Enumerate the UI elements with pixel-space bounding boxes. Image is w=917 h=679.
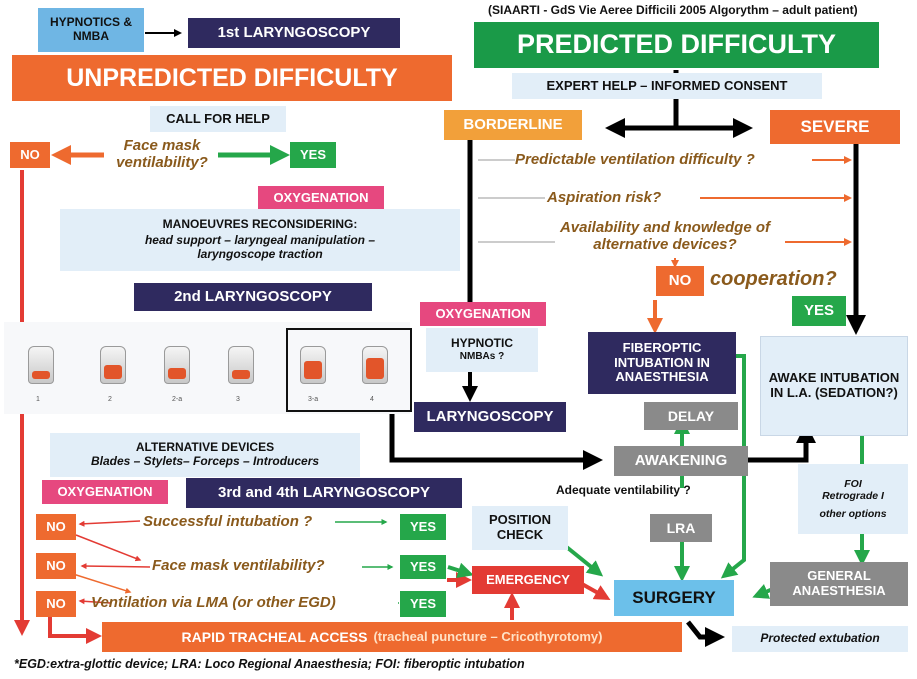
- second-laryngoscopy-box: 2nd LARYNGOSCOPY: [134, 283, 372, 311]
- hypnotic-box: HYPNOTIC NMBAs ?: [426, 328, 538, 372]
- laryngoscopy-grades-highlight: [286, 328, 412, 412]
- hypnotic-label: HYPNOTIC: [450, 336, 513, 351]
- adequate-ventilability-question: Adequate ventilability ?: [556, 483, 691, 497]
- general-anaesthesia-box: GENERAL ANAESTHESIA: [770, 562, 908, 606]
- yes-box-cooperation: YES: [792, 296, 846, 326]
- protected-extubation-box: Protected extubation: [732, 626, 908, 652]
- manoeuvres-title: MANOEUVRES RECONSIDERING:: [162, 217, 358, 232]
- expert-help-box: EXPERT HELP – INFORMED CONSENT: [512, 73, 822, 99]
- third-fourth-laryngoscopy-box: 3rd and 4th LARYNGOSCOPY: [186, 478, 462, 508]
- fiberoptic-intubation-box: FIBEROPTIC INTUBATION IN ANAESTHESIA: [588, 332, 736, 394]
- predicted-difficulty-title: PREDICTED DIFFICULTY: [474, 22, 879, 68]
- lma-ventilation-question: Ventilation via LMA (or other EGD): [91, 594, 336, 611]
- successful-intubation-question: Successful intubation ?: [143, 513, 313, 530]
- laryngoscopy-box: LARYNGOSCOPY: [414, 402, 566, 432]
- face-mask-question: Face mask ventilability?: [116, 137, 208, 171]
- awakening-box: AWAKENING: [614, 446, 748, 476]
- call-for-help-box: CALL FOR HELP: [150, 106, 286, 132]
- lra-box: LRA: [650, 514, 712, 542]
- laryngoscopy-grade-fill: [366, 358, 384, 379]
- cooperation-question: cooperation?: [710, 268, 837, 290]
- first-laryngoscopy-box: 1st LARYNGOSCOPY: [188, 18, 400, 48]
- awake-intubation-box: AWAKE INTUBATION IN L.A. (SEDATION?): [760, 336, 908, 436]
- alternative-devices-box: ALTERNATIVE DEVICES Blades – Stylets– Fo…: [50, 433, 360, 477]
- aspiration-risk-question: Aspiration risk?: [547, 189, 662, 206]
- foi-label: FOI: [844, 477, 862, 490]
- hypnotics-box: HYPNOTICS & NMBA: [38, 8, 144, 52]
- no-box-lma: NO: [36, 591, 76, 617]
- other-options-label: other options: [819, 508, 887, 521]
- footnote: *EGD:extra-glottic device; LRA: Loco Reg…: [14, 657, 525, 671]
- borderline-box: BORDERLINE: [444, 110, 582, 140]
- laryngoscopy-grade-image: [228, 346, 254, 384]
- rapid-tracheal-access-detail: (tracheal puncture – Cricothyrotomy): [373, 628, 603, 644]
- orange-arrows: [51, 145, 852, 594]
- laryngoscopy-grade-label: 2-a: [172, 396, 183, 403]
- no-box-mask: NO: [10, 142, 50, 168]
- laryngoscopy-grade-image: [28, 346, 54, 384]
- surgery-box: SURGERY: [614, 580, 734, 616]
- foi-options-box: FOI Retrograde I other options: [798, 464, 908, 534]
- retrograde-label: Retrograde I: [822, 489, 884, 502]
- delay-box: DELAY: [644, 402, 738, 430]
- laryngoscopy-grade-label: 4: [370, 396, 374, 403]
- algorithm-source: (SIAARTI - GdS Vie Aeree Difficili 2005 …: [488, 3, 858, 17]
- no-box-face-mask-2: NO: [36, 553, 76, 579]
- manoeuvres-detail: head support – laryngeal manipulation – …: [144, 233, 376, 261]
- alternative-devices-detail: Blades – Stylets– Forceps – Introducers: [90, 454, 320, 468]
- laryngoscopy-grade-image: [300, 346, 326, 384]
- laryngoscopy-grade-fill: [232, 370, 250, 379]
- severe-box: SEVERE: [770, 110, 900, 144]
- laryngoscopy-grade-label: 3-a: [308, 396, 319, 403]
- laryngoscopy-grade-image: [100, 346, 126, 384]
- alternative-devices-title: ALTERNATIVE DEVICES: [135, 440, 275, 455]
- nmbas-label: NMBAs ?: [459, 351, 505, 363]
- position-check-box: POSITION CHECK: [472, 506, 568, 550]
- manoeuvres-box: MANOEUVRES RECONSIDERING: head support –…: [60, 209, 460, 271]
- laryngoscopy-grade-image: [164, 346, 190, 384]
- availability-question: Availability and knowledge of alternativ…: [559, 219, 771, 253]
- yes-box-mask: YES: [290, 142, 336, 168]
- oxygenation-box-1: OXYGENATION: [258, 186, 384, 210]
- oxygenation-box-2: OXYGENATION: [420, 302, 546, 326]
- no-box-cooperation: NO: [656, 266, 704, 296]
- emergency-box: EMERGENCY: [472, 566, 584, 594]
- laryngoscopy-grade-label: 1: [36, 396, 40, 403]
- laryngoscopy-grade-fill: [32, 371, 50, 379]
- no-box-intubation: NO: [36, 514, 76, 540]
- laryngoscopy-grades-panel: [4, 322, 410, 414]
- yes-box-intubation: YES: [400, 514, 446, 540]
- laryngoscopy-grade-fill: [168, 368, 186, 379]
- rapid-tracheal-access-label: RAPID TRACHEAL ACCESS: [181, 628, 368, 645]
- face-mask-question-2: Face mask ventilability?: [152, 557, 325, 574]
- rapid-tracheal-access-box: RAPID TRACHEAL ACCESS (tracheal puncture…: [102, 622, 682, 652]
- laryngoscopy-grade-fill: [104, 365, 122, 379]
- yes-box-face-mask-2: YES: [400, 555, 446, 579]
- laryngoscopy-grade-image: [362, 346, 388, 384]
- predictable-ventilation-question: Predictable ventilation difficulty ?: [515, 151, 755, 168]
- laryngoscopy-grade-label: 2: [108, 396, 112, 403]
- unpredicted-difficulty-title: UNPREDICTED DIFFICULTY: [12, 55, 452, 101]
- laryngoscopy-grade-fill: [304, 361, 322, 379]
- yes-box-lma: YES: [400, 591, 446, 617]
- laryngoscopy-grade-label: 3: [236, 396, 240, 403]
- oxygenation-box-3: OXYGENATION: [42, 480, 168, 504]
